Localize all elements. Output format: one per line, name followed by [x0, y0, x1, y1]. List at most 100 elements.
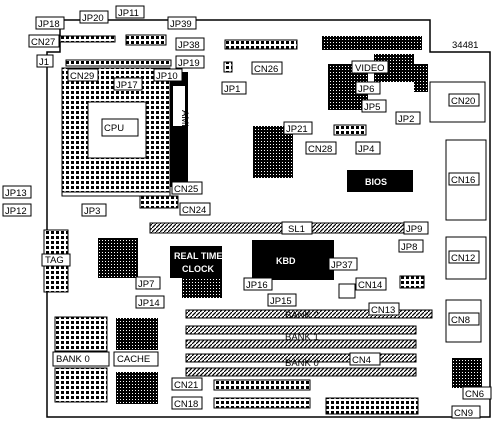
cn28-connector [333, 124, 367, 136]
jp1-jumper [223, 61, 233, 73]
kbd-chip: KBD [252, 240, 334, 280]
cache-area: BANK 0 CACHE [52, 316, 159, 404]
jp21-label-box [283, 121, 313, 135]
cn13-label: CN13 [371, 305, 395, 316]
cn24-label: CN24 [182, 205, 206, 216]
bios-chip: BIOS [347, 170, 413, 192]
cn8-label: CN8 [451, 315, 470, 326]
cn21-label-box [171, 377, 203, 391]
cn16-label-box [448, 172, 480, 186]
cn27-connector [59, 35, 116, 43]
cache-label: CACHE [117, 354, 150, 365]
jp14-label: JP14 [138, 298, 160, 309]
jp8-label: JP8 [401, 242, 417, 253]
jp9-label: JP9 [406, 224, 422, 235]
cn25-label: CN25 [174, 184, 198, 195]
cn26-label: CN26 [254, 64, 278, 75]
jp37-label: JP37 [331, 260, 353, 271]
jp12-label: JP12 [5, 206, 27, 217]
cn12-label: CN12 [451, 253, 475, 264]
j1-label-box [36, 54, 54, 68]
cn27-label-box [28, 34, 60, 48]
bank0-label: BANK 0 [285, 358, 319, 369]
cn6-label-box [462, 386, 492, 400]
cn26-connector [224, 39, 298, 50]
cn25-label-box [171, 181, 203, 195]
jp9-label-box [403, 221, 429, 235]
jp19-label-box [175, 55, 205, 69]
jp38-label-box [175, 37, 205, 51]
jp38-jumper [125, 34, 167, 46]
board-id: 34481 [452, 40, 478, 51]
video-chips [322, 36, 428, 110]
cn6-connector [452, 358, 482, 388]
cn6-label: CN6 [465, 389, 484, 400]
jp7-label-box [135, 276, 161, 290]
jp10-label: JP10 [156, 71, 178, 82]
jp14-label-box [135, 295, 165, 309]
cn4-label: CN4 [352, 355, 371, 366]
jp17-label: JP17 [116, 80, 138, 91]
bank2-label: BANK 2 [285, 310, 319, 321]
jp11-label: JP11 [118, 8, 139, 19]
cn8-label-box [448, 312, 480, 326]
cn12-label-box [448, 250, 480, 264]
jp7-label: JP7 [138, 279, 154, 290]
jp15-label: JP15 [270, 296, 292, 307]
cn29-label-box [67, 68, 99, 82]
dotted-chip-a [98, 238, 138, 278]
jp15-label-box [267, 293, 297, 307]
bank0-slots: BANK 0 [185, 353, 417, 377]
cn14-label: CN14 [358, 280, 382, 291]
cn18-connector [213, 397, 311, 409]
jp18-label: JP18 [38, 19, 60, 30]
jp12-label-box [2, 203, 32, 217]
video-label: VIDEO [355, 63, 385, 74]
sl1-slot: SL1 [149, 221, 427, 235]
jp6-label: JP6 [358, 84, 374, 95]
jp5-label-box [361, 99, 387, 113]
cn28-label: CN28 [308, 144, 332, 155]
rtc-chip: REAL TIME CLOCK [170, 246, 222, 278]
jp3-label: JP3 [84, 206, 100, 217]
tag-chip: TAG [41, 229, 71, 293]
jp3-label-box [81, 203, 107, 217]
cn18-label-box [171, 396, 203, 410]
tag-label: TAG [45, 255, 64, 266]
jp2-label-box [395, 111, 421, 125]
kbd-label: KBD [276, 256, 296, 266]
jp21-label: JP21 [286, 124, 308, 135]
jp1-label: JP1 [224, 84, 240, 95]
jp2-label: JP2 [398, 114, 414, 125]
cpu-label: CPU [104, 123, 124, 134]
cn4-label-box [349, 352, 381, 366]
jp37-label-box [328, 257, 358, 271]
jp5-label: JP5 [364, 102, 380, 113]
jp11-label-box [115, 5, 145, 19]
bank1-label: BANK 1 [285, 332, 319, 343]
cn25-connector [61, 191, 171, 197]
cn20-label-box [448, 93, 480, 107]
cn26-label-box [251, 61, 283, 75]
cn18-label: CN18 [174, 399, 198, 410]
cn24-label-box [179, 202, 211, 216]
cn14-label-box [355, 277, 387, 291]
bank2-slot: BANK 2 [185, 309, 433, 321]
cn24-connector [139, 195, 179, 209]
jp37-jumper [338, 283, 356, 299]
cn20-label: CN20 [451, 96, 475, 107]
jp39-label: JP39 [170, 19, 192, 30]
jp20-label: JP20 [82, 13, 104, 24]
jp13-label-box [2, 185, 32, 199]
cn21-connector [213, 379, 311, 391]
jp6-label-box [355, 81, 381, 95]
jp18-label-box [35, 16, 65, 30]
cn29-connector [65, 59, 172, 67]
rtc-line2: CLOCK [182, 264, 214, 274]
cn29-label: CN29 [70, 71, 94, 82]
cn14-connector [399, 275, 425, 289]
cn16-label: CN16 [451, 175, 475, 186]
sl1-label: SL1 [288, 224, 305, 235]
cn9-label-box [451, 405, 481, 419]
